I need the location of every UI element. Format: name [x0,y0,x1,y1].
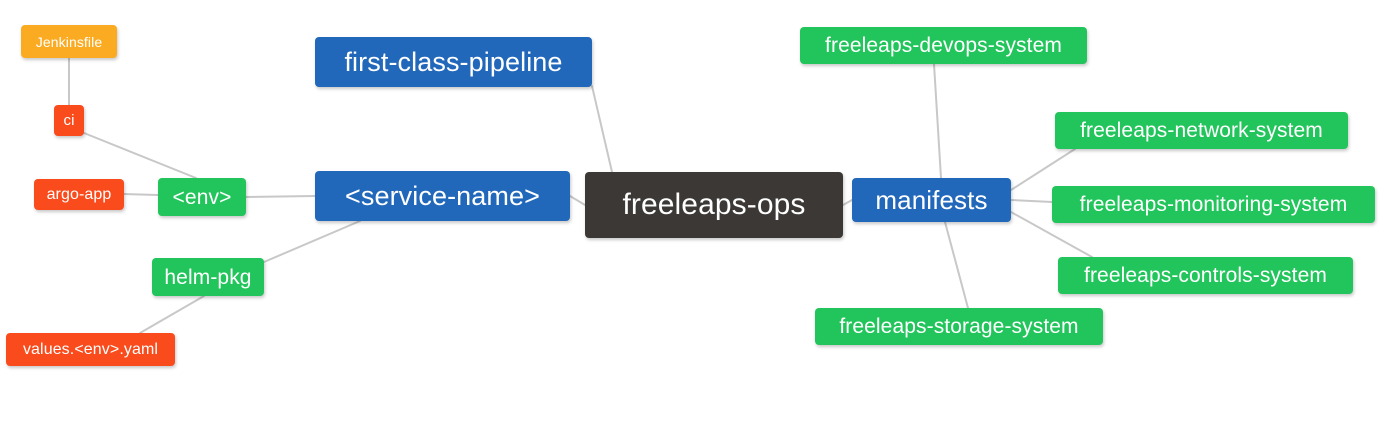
node-argoapp[interactable]: argo-app [34,179,124,210]
node-jenkinsfile[interactable]: Jenkinsfile [21,25,117,58]
edge-manifests-to-devops [933,63,942,179]
node-monitoring[interactable]: freeleaps-monitoring-system [1052,186,1375,223]
node-label: ci [63,112,75,129]
node-label: helm-pkg [164,265,252,289]
node-valuesyaml[interactable]: values.<env>.yaml [6,333,175,366]
edge-service-to-env [245,195,316,198]
edge-root-to-service [569,195,586,206]
node-pipeline[interactable]: first-class-pipeline [315,37,592,87]
node-label: freeleaps-ops [622,188,806,221]
node-label: freeleaps-monitoring-system [1079,193,1348,216]
node-storage[interactable]: freeleaps-storage-system [815,308,1103,345]
node-ci[interactable]: ci [54,105,84,136]
node-label: argo-app [46,185,112,203]
edge-manifests-to-storage [944,221,969,309]
node-manifests[interactable]: manifests [852,178,1011,222]
node-label: <env> [172,185,232,209]
edge-manifests-to-monitoring [1010,199,1053,203]
edge-env-to-ci [83,132,197,179]
node-root[interactable]: freeleaps-ops [585,172,843,238]
node-label: manifests [875,185,988,215]
edge-env-to-argoapp [123,193,159,196]
node-label: freeleaps-controls-system [1084,264,1327,287]
node-label: freeleaps-storage-system [839,315,1079,338]
node-service[interactable]: <service-name> [315,171,570,221]
node-label: values.<env>.yaml [22,340,159,358]
node-helmpkg[interactable]: helm-pkg [152,258,264,296]
node-label: freeleaps-network-system [1080,119,1323,142]
edge-root-to-manifests [842,199,853,206]
node-label: freeleaps-devops-system [825,34,1062,57]
edge-manifests-to-network [1010,148,1076,191]
node-controls[interactable]: freeleaps-controls-system [1058,257,1353,294]
edge-service-to-helmpkg [263,220,361,263]
node-devops[interactable]: freeleaps-devops-system [800,27,1087,64]
node-label: <service-name> [345,180,540,211]
edge-helmpkg-to-valuesyaml [139,295,205,334]
node-env[interactable]: <env> [158,178,246,216]
node-label: first-class-pipeline [344,46,563,77]
node-label: Jenkinsfile [35,33,103,50]
node-network[interactable]: freeleaps-network-system [1055,112,1348,149]
edge-root-to-pipeline [591,85,613,173]
